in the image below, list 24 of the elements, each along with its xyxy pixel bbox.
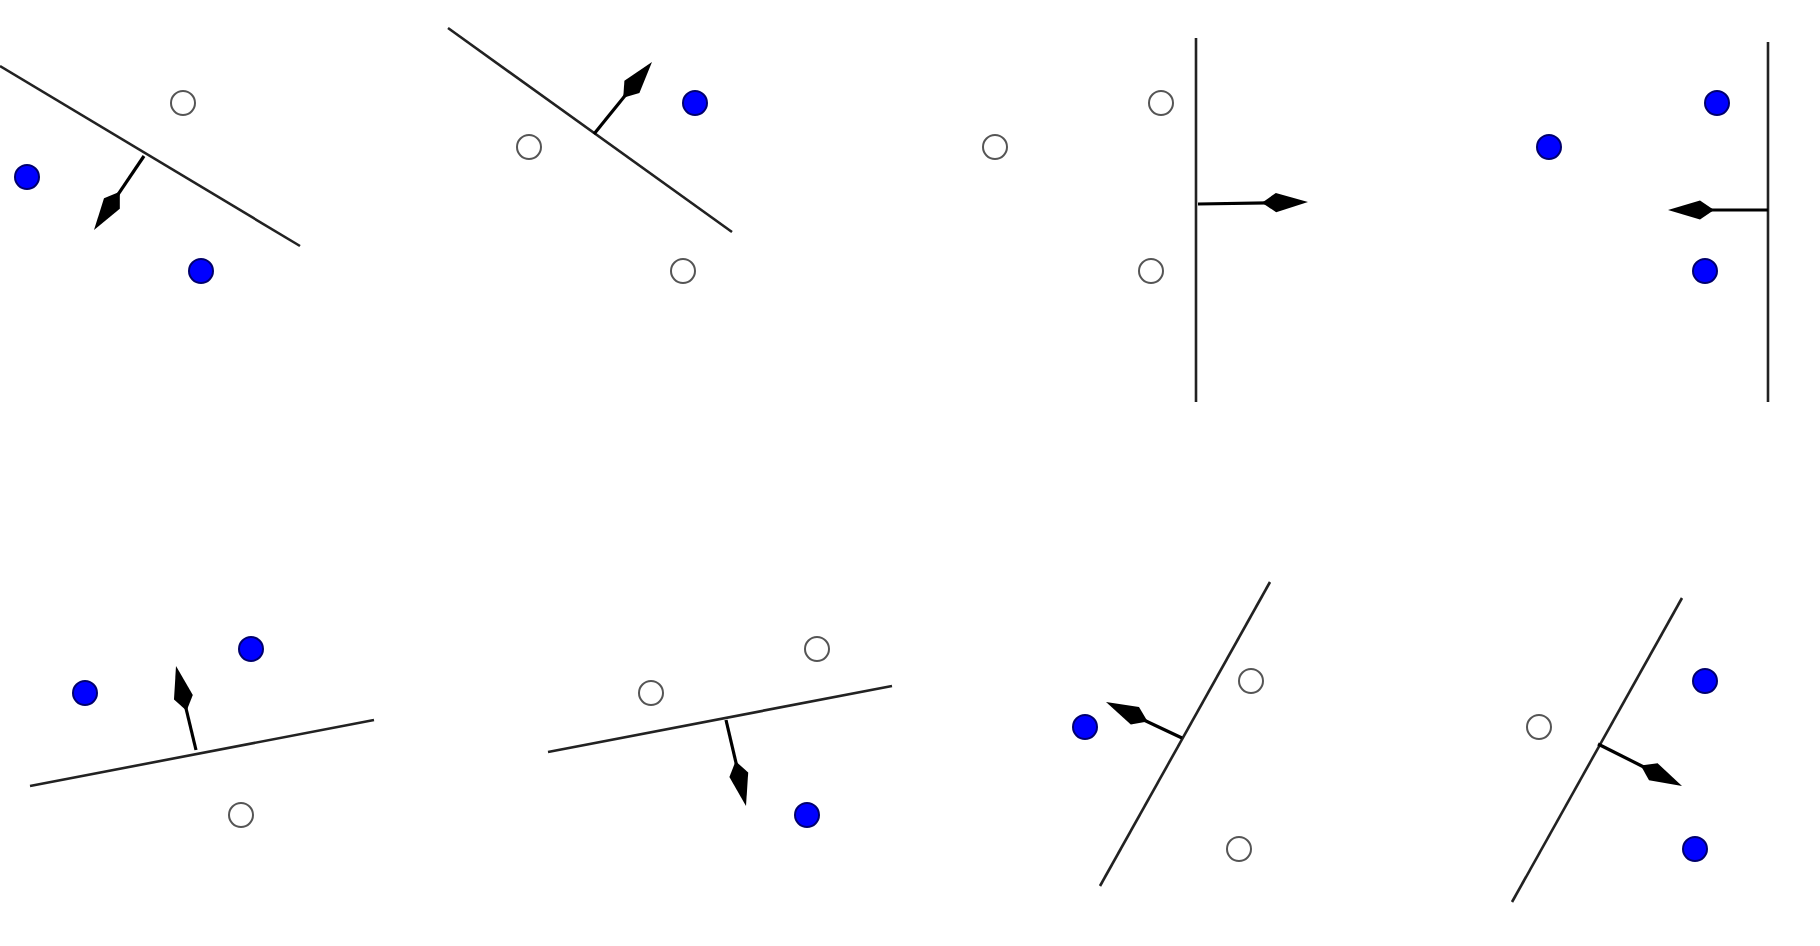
filled-point: [187, 257, 213, 283]
hollow-point: [227, 801, 253, 827]
filled-point: [1703, 89, 1729, 115]
hollow-point: [637, 679, 663, 705]
hollow-point: [515, 133, 541, 159]
filled-point: [681, 89, 707, 115]
hollow-point: [1525, 713, 1551, 739]
hollow-point: [169, 89, 195, 115]
filled-point: [1071, 713, 1097, 739]
hollow-point: [1137, 257, 1163, 283]
hollow-point: [1147, 89, 1173, 115]
filled-point: [1691, 257, 1717, 283]
filled-point: [1691, 667, 1717, 693]
filled-point: [793, 801, 819, 827]
filled-point: [13, 163, 39, 189]
hollow-point: [803, 635, 829, 661]
hollow-point: [981, 133, 1007, 159]
filled-point: [1535, 133, 1561, 159]
hollow-point: [669, 257, 695, 283]
filled-point: [71, 679, 97, 705]
hollow-point: [1237, 667, 1263, 693]
filled-point: [237, 635, 263, 661]
hollow-point: [1225, 835, 1251, 861]
filled-point: [1681, 835, 1707, 861]
